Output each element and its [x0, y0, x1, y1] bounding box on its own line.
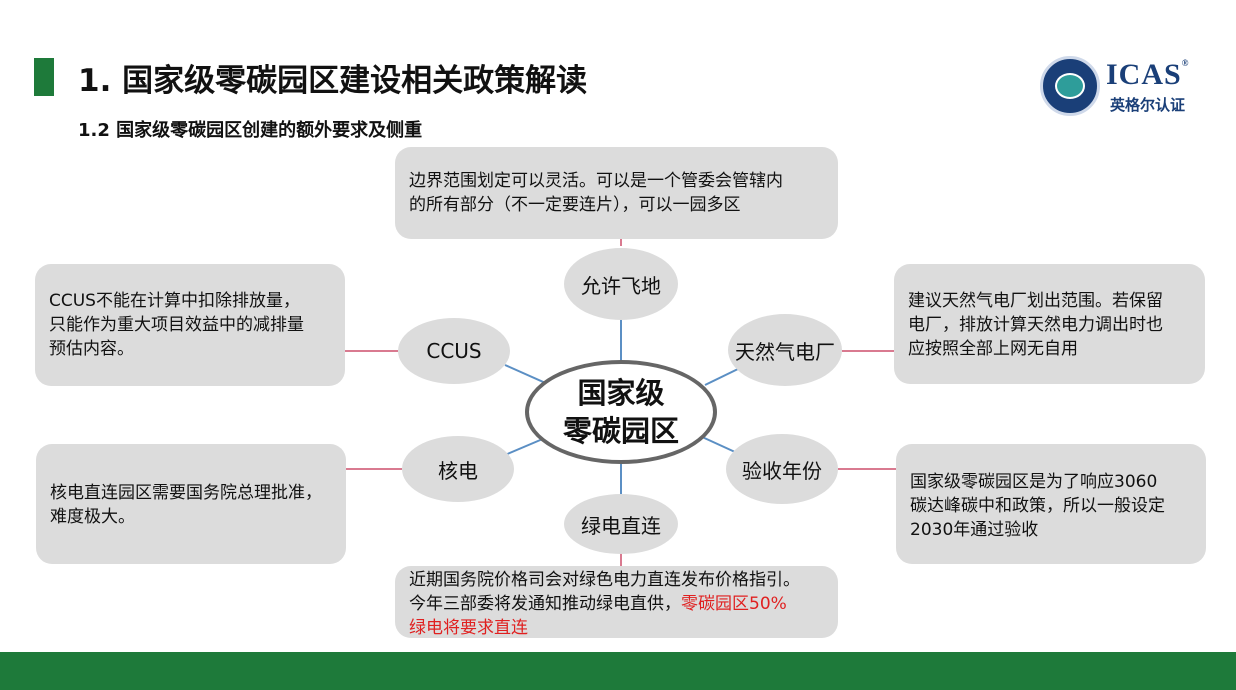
node-enclave: 允许飞地 — [564, 248, 678, 320]
note-enclave: 边界范围划定可以灵活。可以是一个管委会管辖内 的所有部分（不一定要连片），可以一… — [395, 147, 838, 239]
title-accent-bar — [34, 58, 54, 96]
node-nuclear: 核电 — [402, 436, 514, 502]
note-green-direct: 近期国务院价格司会对绿色电力直连发布价格指引。 今年三部委将发通知推动绿电直供，… — [395, 566, 838, 638]
page-subtitle: 1.2 国家级零碳园区创建的额外要求及侧重 — [78, 120, 423, 141]
page-title: 1. 国家级零碳园区建设相关政策解读 — [78, 63, 588, 99]
center-node: 国家级 零碳园区 — [525, 360, 717, 464]
logo-name: ICAS® — [1106, 58, 1190, 91]
footer-bar — [0, 652, 1236, 690]
logo-chinese-name: 英格尔认证 — [1110, 96, 1186, 114]
node-ccus: CCUS — [398, 318, 510, 384]
icas-logo: ICAS® 英格尔认证 — [1040, 56, 1200, 116]
note-nuclear: 核电直连园区需要国务院总理批准， 难度极大。 — [36, 444, 346, 564]
node-acceptance-year: 验收年份 — [726, 434, 838, 504]
globe-icon — [1055, 73, 1085, 99]
note-gas-plant: 建议天然气电厂划出范围。若保留 电厂，排放计算天然电力调出时也 应按照全部上网无… — [894, 264, 1205, 384]
note-acceptance-year: 国家级零碳园区是为了响应3060 碳达峰碳中和政策，所以一般设定 2030年通过… — [896, 444, 1206, 564]
note-ccus: CCUS不能在计算中扣除排放量， 只能作为重大项目效益中的减排量 预估内容。 — [35, 264, 345, 386]
center-node-line1: 国家级 — [577, 376, 665, 410]
connector-acceptance-year — [699, 435, 736, 453]
connector-nuclear — [504, 437, 546, 456]
connector-gas-plant — [704, 367, 741, 386]
center-node-line2: 零碳园区 — [562, 414, 679, 448]
node-gas-plant: 天然气电厂 — [728, 314, 842, 386]
node-green-direct: 绿电直连 — [564, 494, 678, 554]
seal-icon — [1040, 56, 1100, 116]
